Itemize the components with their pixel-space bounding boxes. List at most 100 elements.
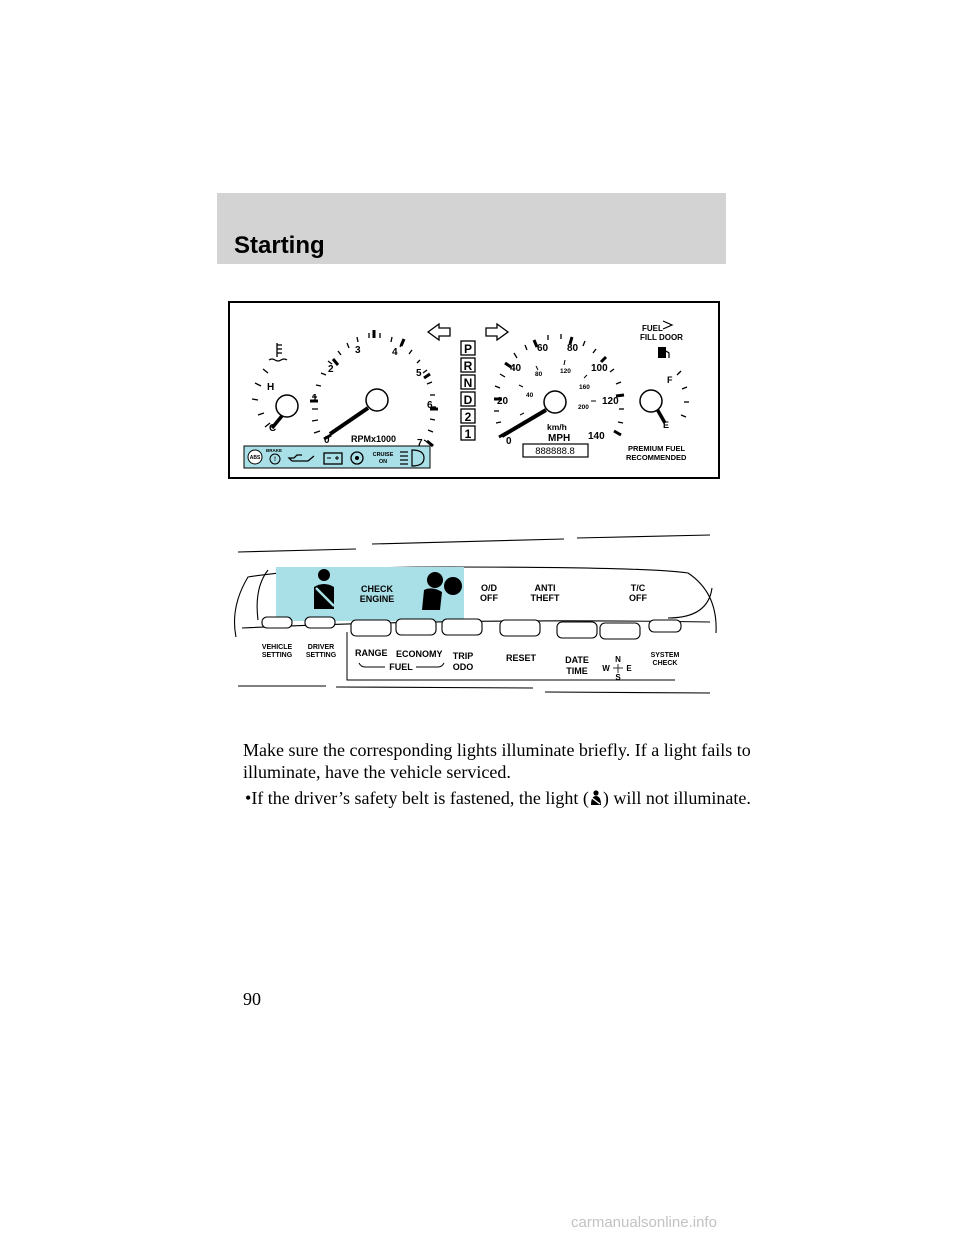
- left-turn-arrow-icon: [426, 322, 451, 342]
- svg-text:!: !: [274, 457, 276, 463]
- tach-tick-label: 6: [427, 400, 433, 411]
- kmh-label: km/h: [547, 422, 567, 432]
- odometer-display: [522, 443, 589, 458]
- coolant-temp-icon: [268, 343, 288, 362]
- tach-tick-label: 7: [417, 438, 423, 449]
- od-off-label: OFF: [480, 593, 498, 603]
- cruise-on-label: CRUISE: [373, 452, 394, 458]
- tach-tick-label: 4: [392, 347, 398, 358]
- mph-tick-label: 120: [602, 396, 619, 407]
- bullet-dot: •: [245, 788, 252, 808]
- tc-off-label: OFF: [629, 593, 647, 603]
- tachometer: 0 1 2 3 4 5 6 7 RPMx1000: [310, 330, 438, 449]
- cruise-control-icon: [350, 451, 364, 465]
- message-center-figure: CHECK ENGINE O/D OFF ANTI THEFT T/C OFF …: [228, 520, 720, 700]
- instrument-cluster-svg: H C 0 1 2 3 4 5: [243, 320, 689, 469]
- tach-tick-label: 0: [324, 435, 330, 446]
- check-engine-label: ENGINE: [360, 594, 395, 604]
- date-time-button[interactable]: [556, 621, 598, 639]
- gear-n: N: [464, 376, 473, 390]
- fuel-group-label: FUEL: [389, 662, 413, 672]
- anti-theft-label: ANTI: [535, 583, 556, 593]
- fuel-empty-label: E: [663, 420, 669, 430]
- tach-needle-hub: [365, 388, 389, 412]
- fuel-pump-icon: [658, 347, 670, 358]
- message-center-svg: CHECK ENGINE O/D OFF ANTI THEFT T/C OFF …: [233, 534, 717, 694]
- section-title: Starting: [234, 232, 325, 259]
- mph-tick-label: 60: [537, 343, 549, 354]
- instruction-paragraph: Make sure the corresponding lights illum…: [243, 739, 751, 783]
- instrument-cluster-figure: H C 0 1 2 3 4 5: [228, 301, 720, 479]
- range-label: RANGE: [355, 648, 388, 658]
- check-engine-box: [359, 577, 395, 610]
- anti-theft-label: THEFT: [531, 593, 560, 603]
- kmh-tick-label: 120: [560, 368, 571, 375]
- gear-1: 1: [465, 427, 472, 441]
- battery-icon: [323, 452, 343, 465]
- brake-warning-icon: !: [269, 453, 281, 465]
- paragraph-line: Make sure the corresponding lights illum…: [243, 740, 751, 760]
- driver-setting-button[interactable]: [304, 616, 336, 629]
- system-check-button[interactable]: [648, 619, 682, 633]
- mph-label: MPH: [548, 433, 570, 444]
- economy-button[interactable]: [395, 618, 437, 636]
- trip-odo-button[interactable]: [441, 618, 483, 636]
- tach-tick-label: 2: [328, 364, 334, 375]
- tach-tick-label: 3: [355, 345, 361, 356]
- fuel-door-label: FILL DOOR: [640, 333, 683, 342]
- kmh-tick-label: 80: [535, 371, 543, 378]
- vehicle-setting-label: VEHICLE: [262, 644, 293, 651]
- od-off-label: O/D: [481, 583, 498, 593]
- page-number: 90: [243, 989, 261, 1009]
- section-header-bar: [217, 193, 726, 264]
- fuel-bracket-left: [358, 662, 385, 668]
- fuel-needle: [655, 408, 667, 424]
- warning-light-strip: ABS BRAKE ! CRUISE ON: [243, 445, 431, 469]
- date-label: DATE: [565, 655, 589, 665]
- gear-selector-indicator: P R N D 2 1: [460, 340, 476, 441]
- bullet-text-after: ) will not illuminate.: [602, 788, 751, 808]
- check-engine-label: CHECK: [361, 584, 394, 594]
- economy-label: ECONOMY: [396, 649, 443, 659]
- driver-setting-label: DRIVER: [308, 644, 334, 651]
- mph-tick-label: 140: [588, 431, 605, 442]
- rpm-label: RPMx1000: [351, 434, 396, 444]
- paragraph-line: illuminate, have the vehicle serviced.: [243, 762, 511, 782]
- right-turn-arrow-icon: [485, 322, 510, 342]
- trip-label: TRIP: [453, 651, 474, 661]
- system-check-label: SYSTEM: [651, 652, 680, 659]
- cruise-on-label: ON: [379, 459, 387, 465]
- compass-button[interactable]: [599, 622, 641, 640]
- seatbelt-icon: [590, 790, 601, 805]
- reset-button[interactable]: [499, 619, 541, 637]
- range-economy-button[interactable]: [350, 619, 392, 637]
- driver-setting-label: SETTING: [306, 652, 337, 659]
- system-check-label: CHECK: [653, 660, 678, 667]
- watermark: carmanualsonline.info: [571, 1214, 717, 1231]
- tach-needle: [328, 406, 370, 436]
- oil-pressure-icon: [287, 454, 315, 462]
- bullet-item: •If the driver’s safety belt is fastened…: [245, 787, 751, 809]
- fuel-door-label: FUEL: [642, 324, 663, 333]
- mph-tick-label: 80: [567, 343, 579, 354]
- speedo-needle: [500, 408, 548, 438]
- odo-label: ODO: [453, 662, 474, 672]
- seatbelt-warning-icon: [314, 569, 335, 609]
- kmh-tick-label: 40: [526, 392, 534, 399]
- vehicle-setting-button[interactable]: [261, 616, 293, 629]
- gear-p: P: [464, 342, 472, 356]
- tach-tick-label: 1: [312, 393, 318, 404]
- mph-tick-label: 20: [497, 396, 509, 407]
- fuel-needle-hub: [639, 389, 663, 413]
- high-beam-icon: [400, 449, 425, 467]
- tc-off-label: T/C: [631, 583, 646, 593]
- button-bezel-outline: [346, 632, 675, 681]
- fuel-bracket-right: [416, 662, 445, 668]
- tach-tick-label: 5: [416, 368, 422, 379]
- mph-tick-label: 0: [506, 436, 512, 447]
- reset-label: RESET: [506, 653, 537, 663]
- compass-e: E: [626, 664, 632, 673]
- odometer-value: 888888.8: [535, 446, 575, 457]
- premium-fuel-label: RECOMMENDED: [626, 453, 687, 462]
- time-label: TIME: [566, 666, 588, 676]
